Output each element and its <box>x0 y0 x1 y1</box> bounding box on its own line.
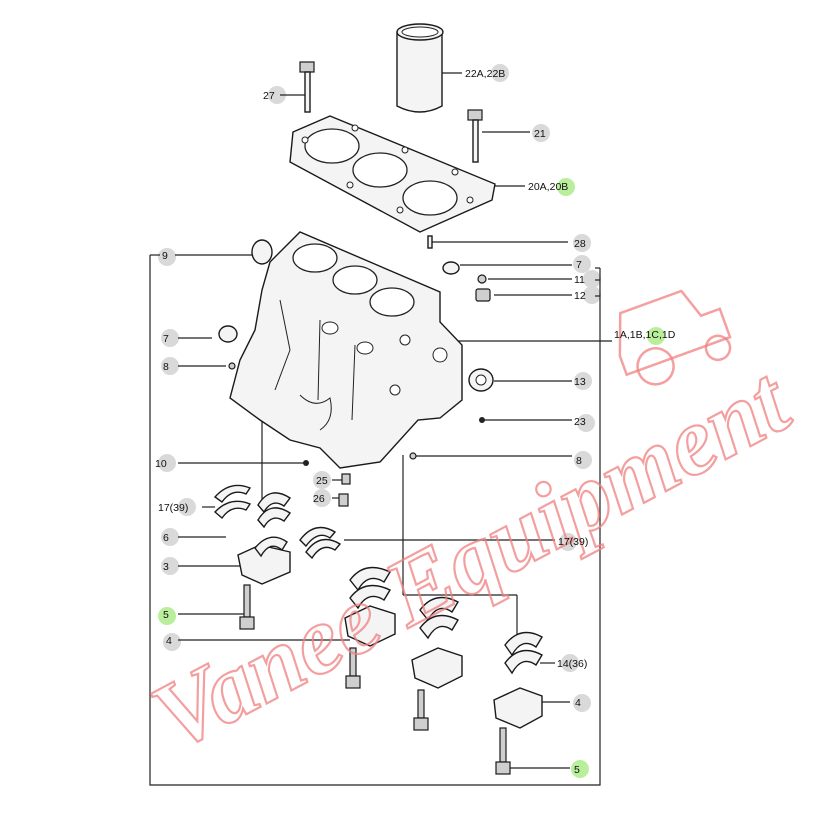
label-8-right: 8 <box>576 455 582 467</box>
main-bearing-2 <box>344 566 396 689</box>
leader-lines <box>149 72 612 786</box>
marker-5-right-highlight <box>571 760 589 778</box>
marker-8-right <box>574 451 592 469</box>
label-8-left: 8 <box>163 361 169 373</box>
main-bearing-4 <box>493 631 543 775</box>
marker-12 <box>583 286 601 304</box>
callout-labels: 27 22A,22B 21 20A,20B 28 9 7 11 12 1A,1B… <box>155 68 676 776</box>
label-22A-22B: 22A,22B <box>465 68 505 80</box>
marker-9 <box>158 248 176 266</box>
head-bolt-27 <box>299 61 315 113</box>
marker-21 <box>532 124 550 142</box>
label-17-39-left: 17(39) <box>158 502 188 514</box>
label-10: 10 <box>155 458 167 470</box>
label-7-right: 7 <box>576 259 582 271</box>
head-gasket <box>289 115 496 233</box>
label-5-left: 5 <box>163 609 169 621</box>
label-3: 3 <box>163 561 169 573</box>
marker-20-highlight <box>557 178 575 196</box>
plugs-and-seals <box>218 235 494 507</box>
marker-17-right <box>559 533 577 551</box>
marker-27 <box>268 86 286 104</box>
marker-1-highlight <box>647 327 665 345</box>
label-27: 27 <box>263 90 275 102</box>
marker-10 <box>158 454 176 472</box>
marker-28 <box>573 234 591 252</box>
marker-5-left-highlight <box>158 607 176 625</box>
marker-23 <box>577 414 595 432</box>
marker-4-left <box>163 633 181 651</box>
main-bearing-1 <box>257 492 292 529</box>
marker-6 <box>161 528 179 546</box>
label-20A-20B: 20A,20B <box>528 181 568 193</box>
label-28: 28 <box>574 238 586 250</box>
thrust-washers-right <box>299 526 342 560</box>
marker-22 <box>491 64 509 82</box>
main-bearing-3 <box>411 596 463 731</box>
marker-3 <box>161 557 179 575</box>
label-9: 9 <box>162 250 168 262</box>
label-25: 25 <box>316 475 328 487</box>
watermark: Vanee Equipment <box>134 344 809 772</box>
label-11: 11 <box>574 274 585 286</box>
watermark-text: Vanee Equipment <box>135 345 808 770</box>
label-5-right: 5 <box>574 764 580 776</box>
label-23: 23 <box>574 416 586 428</box>
cylinder-liner <box>396 23 444 113</box>
marker-11 <box>583 270 601 288</box>
cylinder-block <box>229 231 463 469</box>
marker-26 <box>313 489 331 507</box>
thrust-washers-left <box>213 484 252 520</box>
marker-17-left <box>178 498 196 516</box>
label-12: 12 <box>574 290 586 302</box>
label-4-right: 4 <box>575 697 581 709</box>
marker-8-left <box>161 357 179 375</box>
head-bolt-21 <box>467 109 483 163</box>
label-7-left: 7 <box>163 333 169 345</box>
marker-13 <box>574 372 592 390</box>
callout-markers <box>158 64 665 778</box>
marker-7-left <box>161 329 179 347</box>
label-14-36: 14(36) <box>557 658 587 670</box>
label-1A-1D: 1A,1B,1C,1D <box>614 329 676 341</box>
label-6: 6 <box>163 532 169 544</box>
label-26: 26 <box>313 493 325 505</box>
tractor-logo <box>618 289 732 386</box>
bearing-cap-1 <box>237 536 291 630</box>
marker-25 <box>313 471 331 489</box>
label-13: 13 <box>574 376 586 388</box>
label-17-39-right: 17(39) <box>558 536 588 548</box>
label-21: 21 <box>534 128 546 140</box>
marker-14 <box>561 654 579 672</box>
marker-7-right <box>573 255 591 273</box>
label-4-left: 4 <box>166 635 172 647</box>
marker-4-right <box>573 694 591 712</box>
